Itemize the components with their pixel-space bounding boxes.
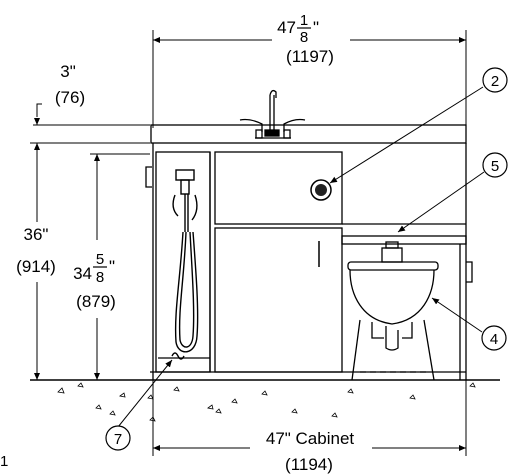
- callout-4: 4: [481, 325, 507, 351]
- faucet: [239, 89, 306, 139]
- cabinet-width-metric: (1194): [285, 455, 333, 474]
- cabinet-body: [30, 124, 500, 381]
- callout-5-label: 5: [491, 158, 499, 175]
- overall-height-imperial: 36": [24, 225, 49, 244]
- spray-hose: [171, 169, 199, 360]
- overall-width-dimension: [152, 30, 467, 128]
- callout-2-label: 2: [491, 73, 499, 90]
- cabinet-height-dimension: [90, 153, 150, 380]
- overall-width-whole: 47: [277, 18, 296, 37]
- floor-speckles: [57, 382, 476, 422]
- cabinet-height-metric: (879): [76, 292, 116, 311]
- cabinet-height-unit: ": [109, 257, 115, 276]
- cabinet-width-imperial: 47" Cabinet: [266, 429, 355, 448]
- drain-knob: [310, 179, 332, 201]
- callout-2: 2: [482, 67, 508, 93]
- overall-width-fraction-den: 8: [300, 29, 308, 46]
- callout-7: 7: [105, 425, 131, 451]
- callout-leaders: [117, 86, 485, 428]
- top-offset-dimension: [30, 103, 150, 144]
- top-offset-imperial: 3": [60, 62, 76, 81]
- top-offset-metric: (76): [55, 88, 85, 107]
- overall-width-metric: (1197): [286, 47, 334, 66]
- cabinet-height-whole: 34: [73, 264, 92, 283]
- callout-4-label: 4: [490, 331, 498, 348]
- cabinet-width-dimension: [152, 380, 467, 456]
- page-marker: 1: [0, 453, 8, 470]
- overall-width-unit: ": [313, 18, 319, 37]
- callout-5: 5: [482, 152, 508, 178]
- callout-7-label: 7: [114, 431, 122, 448]
- overall-width-fraction-num: 1: [300, 12, 308, 29]
- overall-height-metric: (914): [16, 257, 56, 276]
- toilet: [347, 241, 439, 381]
- cabinet-height-fraction-den: 8: [96, 269, 104, 286]
- cabinet-height-fraction-num: 5: [96, 251, 104, 268]
